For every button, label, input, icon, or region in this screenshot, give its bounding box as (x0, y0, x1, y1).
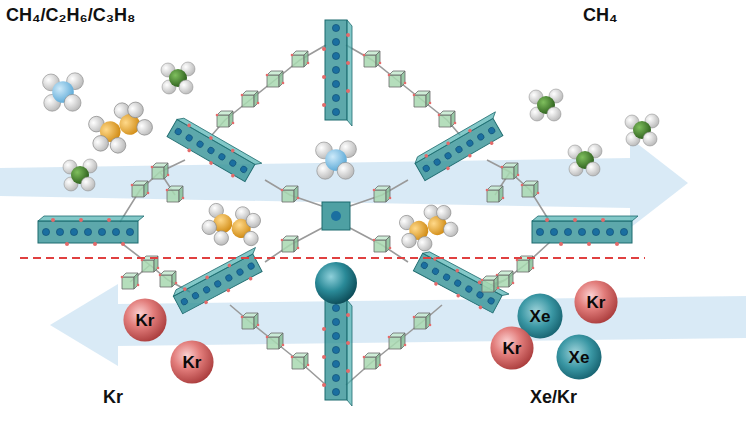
gas-atom: Kr (170, 340, 214, 384)
gas-atom: Kr (574, 280, 618, 324)
gas-atom: Kr (123, 298, 167, 342)
atom-sphere (556, 334, 601, 379)
trapped-xe-sphere (315, 262, 357, 304)
metal-chain-rods (38, 20, 638, 406)
atom-symbol: Kr (503, 340, 522, 357)
product-label: CH₄ (583, 6, 618, 26)
organic-linker-cubes (121, 51, 540, 369)
product-label: Kr (103, 388, 123, 408)
gas-atom: Xe (556, 334, 602, 380)
atom-sphere (170, 340, 213, 383)
atom-sphere (123, 298, 166, 341)
feed-mixture-label: CH₄/C₂H₆/C₃H₈ (6, 6, 136, 26)
gas-atom: Kr (490, 326, 534, 370)
atom-symbol: Kr (587, 294, 606, 311)
atom-sphere (490, 326, 533, 369)
atom-symbol: Xe (569, 349, 590, 366)
feed-mixture-label: Xe/Kr (530, 388, 577, 408)
atom-sphere (574, 280, 617, 323)
flow-arrow (0, 138, 746, 366)
divider-line (20, 257, 645, 259)
atom-symbol: Kr (136, 312, 155, 329)
atom-symbol: Kr (183, 354, 202, 371)
gas-molecules (43, 62, 659, 256)
atom-symbol: Xe (530, 308, 551, 325)
